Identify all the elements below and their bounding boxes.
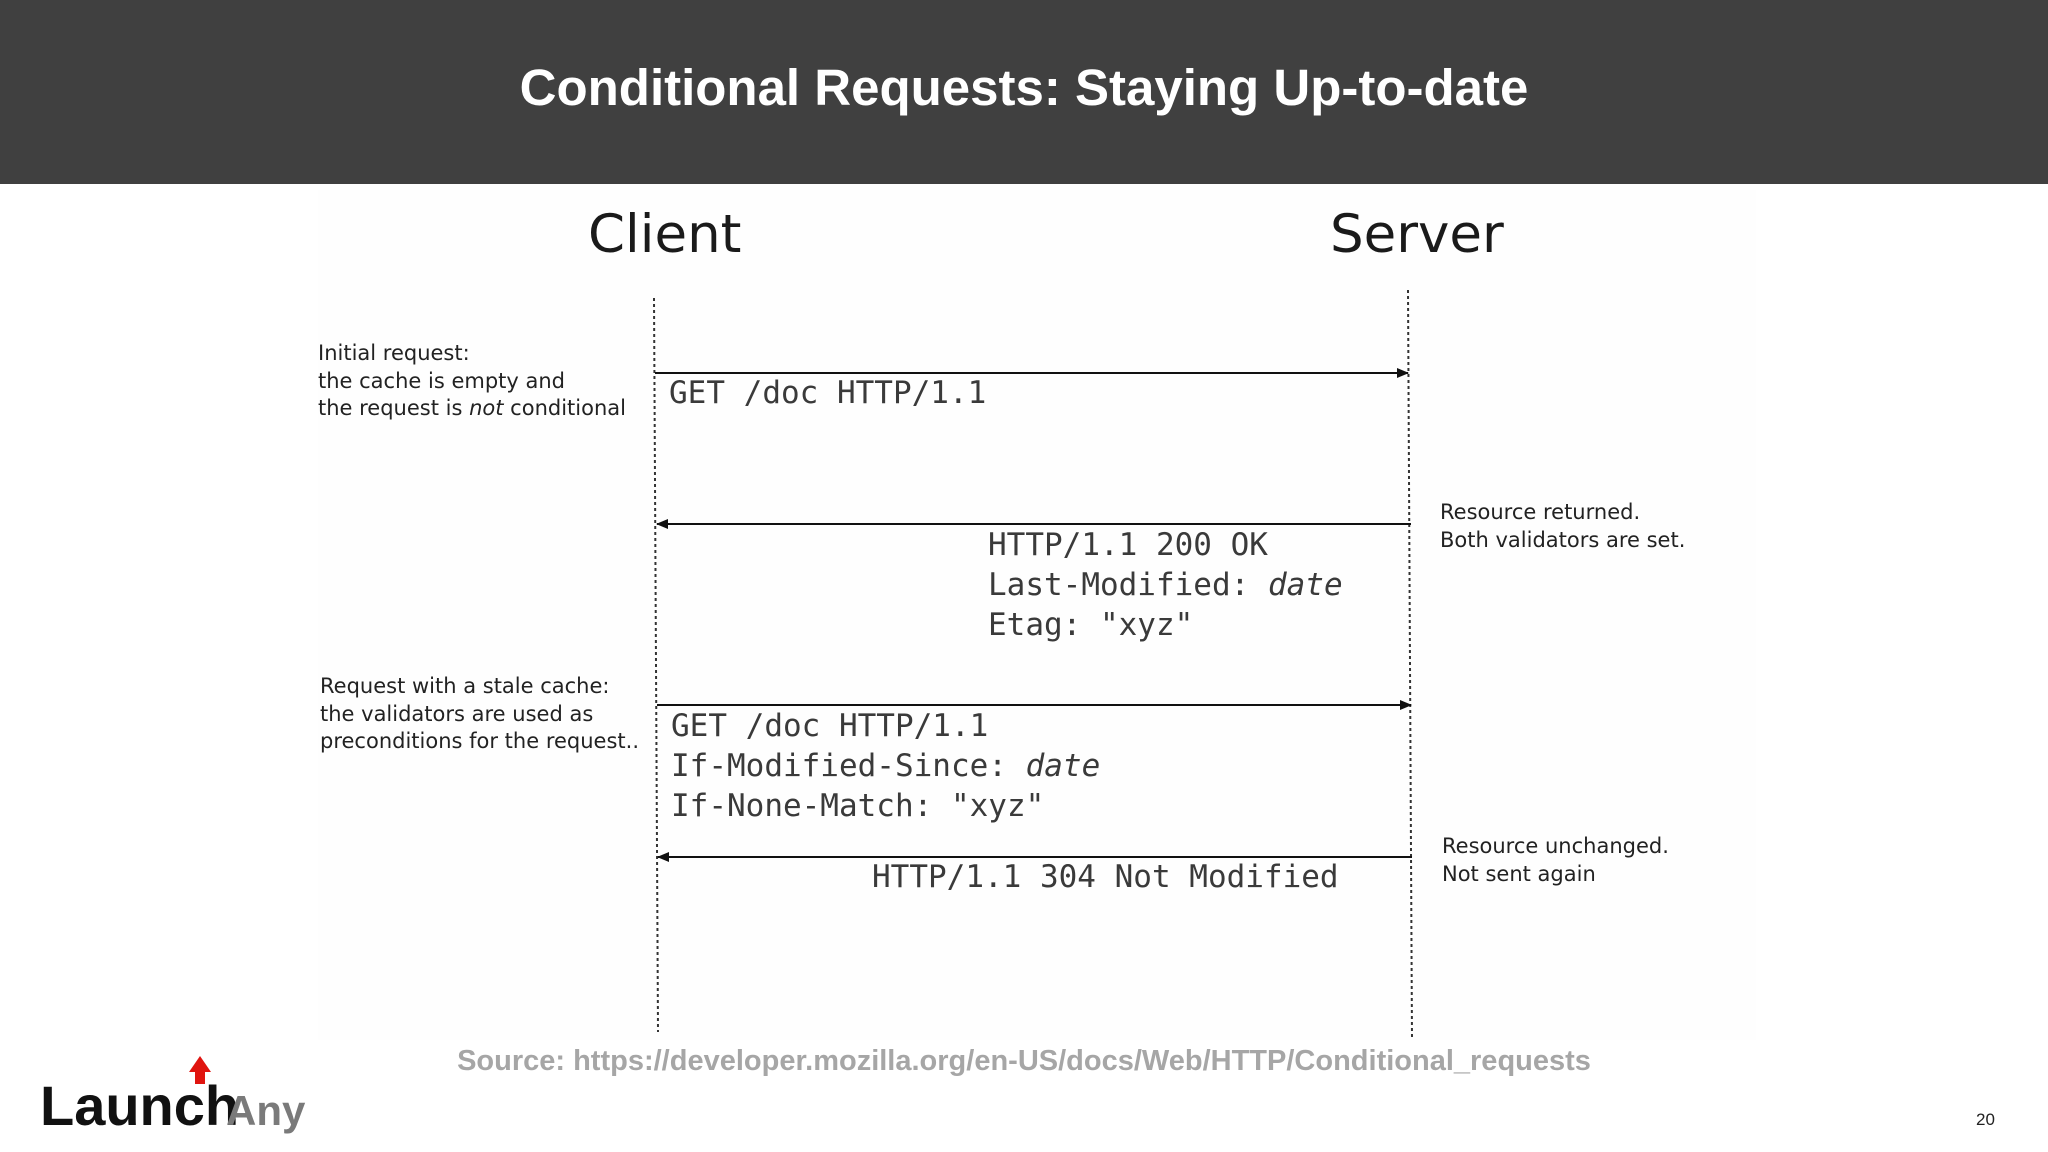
launchany-logo: Launch Any — [40, 1056, 306, 1137]
msg-response-304: HTTP/1.1 304 Not Modified — [872, 859, 1339, 895]
msg-get-conditional: GET /doc HTTP/1.1 If-Modified-Since: dat… — [671, 708, 1101, 824]
logo-sub-text: Any — [226, 1087, 306, 1134]
logo-arrow-icon — [189, 1056, 211, 1084]
sequence-diagram: Client Server Initial request: the cache… — [318, 190, 1756, 1040]
title-bar — [0, 0, 2048, 184]
note-initial-request: Initial request: the cache is empty and … — [318, 341, 626, 420]
server-label: Server — [1330, 204, 1504, 265]
note-stale-cache: Request with a stale cache: the validato… — [320, 674, 639, 753]
note-resource-unchanged: Resource unchanged. Not sent again — [1442, 834, 1669, 886]
client-label: Client — [588, 204, 742, 265]
source-citation: Source: https://developer.mozilla.org/en… — [457, 1045, 1591, 1077]
logo-main-text: Launch — [40, 1074, 239, 1137]
slide-title: Conditional Requests: Staying Up-to-date — [519, 59, 1529, 116]
page-number: 20 — [1976, 1110, 1995, 1129]
client-lifeline — [653, 297, 659, 1033]
msg-get-initial: GET /doc HTTP/1.1 — [669, 375, 987, 411]
msg-response-200: HTTP/1.1 200 OK Last-Modified: date Etag… — [988, 527, 1343, 643]
diagram-lines — [653, 289, 1413, 1040]
server-lifeline — [1407, 289, 1413, 1040]
note-resource-returned: Resource returned. Both validators are s… — [1440, 500, 1686, 552]
